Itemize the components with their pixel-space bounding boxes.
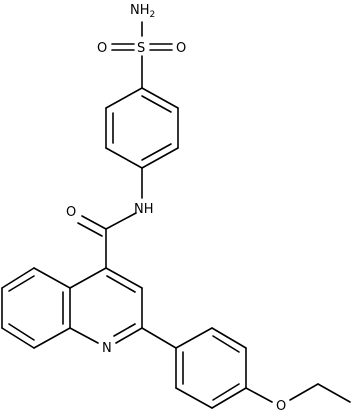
ring3-inner-1 — [212, 335, 240, 353]
ring1-bond-3 — [141, 147, 179, 169]
amide-linker — [77, 167, 143, 269]
bond-ch2-ch3 — [317, 383, 351, 403]
ethoxyphenyl-ring — [141, 327, 247, 409]
ethoxy-group — [245, 383, 351, 403]
ring1-inner-2 — [141, 143, 172, 161]
pyr-inner-c2-n — [113, 323, 136, 337]
amide-nh-label: NH — [134, 202, 154, 217]
pyr-bond-n-c8a — [69, 327, 99, 344]
ring3-bond-4 — [211, 387, 247, 409]
quinoline-core — [1, 267, 143, 349]
ring3-bond-5 — [175, 387, 213, 409]
benzo-bond-c5-c6 — [1, 267, 35, 289]
sulfur-label: S — [137, 41, 145, 56]
bond-carbonyl-o-1 — [81, 215, 107, 230]
pyr-bond-c2-n — [115, 327, 143, 344]
amine-label: NH2 — [130, 3, 155, 20]
sulfonyl-oxygen-right-label: O — [176, 41, 186, 56]
benzo-inner-1 — [8, 275, 35, 292]
ring1-bond-6 — [105, 87, 143, 109]
ring3-inner-2 — [212, 383, 240, 401]
benzo-inner-2 — [8, 323, 35, 341]
benzo-bond-c8-c8a — [33, 327, 71, 349]
quinoline-nitrogen-label: N — [102, 341, 112, 356]
sulfonyl-oxygen-left-label: O — [97, 41, 107, 56]
benzo-bond-c4a-c5 — [33, 267, 71, 289]
pyr-bond-c4a-c4 — [69, 267, 107, 289]
ring1-bond-1 — [141, 87, 179, 109]
carbonyl-oxygen-label: O — [66, 205, 76, 220]
bond-c2-phenyl — [141, 327, 177, 349]
ether-oxygen-label: O — [276, 399, 286, 414]
benzo-bond-c7-c8 — [1, 327, 35, 349]
bond-carbonyl-o-2 — [77, 222, 103, 237]
bond-nh-carbonyl — [105, 212, 137, 230]
bond-ring-o — [245, 387, 273, 403]
pyr-bond-c4-c3 — [105, 267, 143, 289]
top-benzene-ring — [105, 87, 179, 169]
atom-labels: NH2 S O O NH O N O — [66, 3, 286, 414]
sulfonamide-group — [111, 21, 173, 89]
ring3-bond-1 — [175, 327, 213, 349]
ring1-bond-4 — [105, 147, 143, 169]
ring3-bond-2 — [211, 327, 247, 349]
ring1-inner-1 — [141, 95, 172, 113]
pyr-inner-c4-c3 — [106, 275, 136, 293]
bond-o-ch2 — [289, 383, 319, 401]
